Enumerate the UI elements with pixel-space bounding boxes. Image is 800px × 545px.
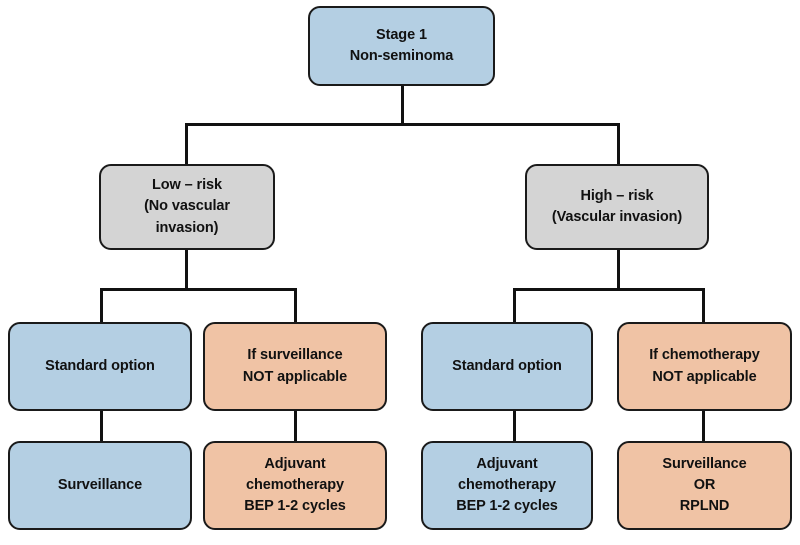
- node-root-line-1: Stage 1: [376, 26, 427, 43]
- connector-low-standard-to-treatment: [100, 410, 103, 442]
- node-high-alt-condition[interactable]: If chemotherapy NOT applicable: [617, 322, 792, 411]
- node-low-alt-treatment-line-1: Adjuvant: [264, 455, 326, 472]
- node-high-standard-option[interactable]: Standard option: [421, 322, 593, 411]
- node-low-standard-treatment-line-1: Surveillance: [57, 476, 143, 493]
- node-high-alt-treatment-line-3: RPLND: [679, 498, 730, 514]
- connector-high-alt-to-treatment: [702, 410, 705, 442]
- node-low-alt-condition-line-2: NOT applicable: [242, 368, 348, 385]
- node-high-standard-treatment-line-2: chemotherapy: [458, 476, 556, 493]
- node-low-alt-treatment[interactable]: Adjuvant chemotherapy BEP 1-2 cycles: [203, 441, 387, 530]
- node-root-line-2: Non-seminoma: [349, 48, 454, 64]
- connector-root-stem: [401, 85, 404, 125]
- node-low-standard-treatment[interactable]: Surveillance: [8, 441, 192, 530]
- node-high-standard-treatment-line-3: BEP 1-2 cycles: [456, 498, 558, 514]
- connector-to-high-risk: [617, 123, 620, 165]
- node-high-alt-treatment-line-2: OR: [693, 476, 716, 493]
- node-low-standard-option-line-1: Standard option: [45, 357, 155, 374]
- node-high-risk-line-1: High – risk: [580, 187, 654, 204]
- node-high-standard-treatment[interactable]: Adjuvant chemotherapy BEP 1-2 cycles: [421, 441, 593, 530]
- node-high-standard-option-line-1: Standard option: [452, 357, 562, 374]
- node-low-alt-condition[interactable]: If surveillance NOT applicable: [203, 322, 387, 411]
- node-low-alt-treatment-line-3: BEP 1-2 cycles: [244, 498, 346, 514]
- connector-low-risk-stem: [185, 248, 188, 290]
- node-low-risk-line-1: Low – risk: [152, 177, 222, 194]
- connector-low-risk-bus: [100, 288, 296, 291]
- connector-high-risk-stem: [617, 248, 620, 290]
- node-low-alt-treatment-line-2: chemotherapy: [246, 476, 344, 493]
- node-low-alt-condition-line-1: If surveillance: [247, 347, 343, 364]
- connector-high-risk-bus: [513, 288, 705, 291]
- node-low-standard-option[interactable]: Standard option: [8, 322, 192, 411]
- node-low-risk-line-3: invasion): [155, 219, 219, 236]
- connector-high-standard-to-treatment: [513, 410, 516, 442]
- node-high-alt-condition-line-2: NOT applicable: [652, 368, 757, 385]
- node-high-risk[interactable]: High – risk (Vascular invasion): [525, 164, 709, 250]
- node-root-stage1-non-seminoma[interactable]: Stage 1 Non-seminoma: [308, 6, 495, 86]
- node-high-risk-line-2: (Vascular invasion): [551, 209, 683, 225]
- node-high-alt-treatment[interactable]: Surveillance OR RPLND: [617, 441, 792, 530]
- connector-to-low-risk: [185, 123, 188, 165]
- connector-low-alt-to-treatment: [294, 410, 297, 442]
- node-high-standard-treatment-line-1: Adjuvant: [476, 455, 538, 472]
- node-low-risk-line-2: (No vascular: [144, 198, 230, 215]
- connector-to-high-standard-option: [513, 288, 516, 324]
- node-high-alt-condition-line-1: If chemotherapy: [649, 347, 760, 364]
- node-high-alt-treatment-line-1: Surveillance: [662, 455, 747, 472]
- connector-to-high-alt-condition: [702, 288, 705, 324]
- connector-to-low-alt-condition: [294, 288, 297, 324]
- connector-to-low-standard-option: [100, 288, 103, 324]
- node-low-risk[interactable]: Low – risk (No vascular invasion): [99, 164, 275, 250]
- connector-level1-bus: [185, 123, 619, 126]
